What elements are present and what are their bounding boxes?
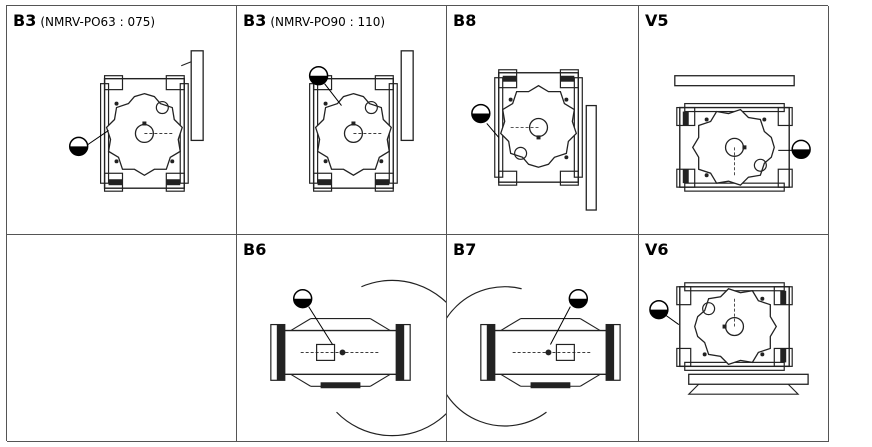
- position-code: V5: [645, 11, 669, 30]
- position-cell-v6: V6: [639, 235, 829, 442]
- oil-plug-icon: [568, 289, 589, 309]
- position-label: B7: [453, 240, 476, 260]
- gearbox-b7-drawing: [447, 286, 621, 427]
- position-cell-b8: B8: [447, 6, 639, 235]
- oil-plug-icon: [308, 66, 329, 86]
- oil-plug-icon: [292, 288, 313, 309]
- gearbox-b6-drawing: [270, 279, 446, 437]
- position-cell-v5: V5: [639, 6, 829, 235]
- position-variant: (NMRV-PO90 : 110): [270, 15, 386, 29]
- oil-plug-icon: [649, 299, 669, 320]
- position-label: B3(NMRV-PO90 : 110): [243, 11, 385, 32]
- position-label: V6: [645, 240, 669, 260]
- position-label: B3(NMRV-PO63 : 075): [13, 11, 155, 32]
- gearbox-b8-drawing: [471, 69, 597, 211]
- gearbox-b3-po63-drawing: [68, 50, 204, 192]
- position-code: B3: [243, 11, 267, 30]
- position-label: B6: [243, 240, 266, 260]
- oil-plug-icon: [791, 139, 811, 160]
- position-cell-b7: B7: [447, 235, 639, 442]
- oil-plug-icon: [68, 136, 89, 157]
- position-variant: (NMRV-PO63 : 075): [40, 15, 156, 29]
- gearbox-v5-drawing: [674, 75, 811, 192]
- position-label: V5: [645, 11, 669, 31]
- position-code: V6: [645, 240, 669, 259]
- position-cell-empty: [7, 235, 237, 442]
- position-code: B7: [453, 240, 477, 259]
- position-code: B8: [453, 11, 477, 30]
- oil-plug-icon: [471, 103, 491, 124]
- mounting-positions-table: B3(NMRV-PO63 : 075) B3(NMRV-PO90 : 110) …: [6, 5, 829, 442]
- gearbox-v6-drawing: [649, 282, 809, 395]
- position-cell-b3-po63: B3(NMRV-PO63 : 075): [7, 6, 237, 235]
- position-cell-b3-po90: B3(NMRV-PO90 : 110): [237, 6, 447, 235]
- position-code: B6: [243, 240, 267, 259]
- gearbox-b3-po90-drawing: [308, 50, 414, 192]
- position-cell-b6: B6: [237, 235, 447, 442]
- position-code: B3: [13, 11, 37, 30]
- position-label: B8: [453, 11, 476, 31]
